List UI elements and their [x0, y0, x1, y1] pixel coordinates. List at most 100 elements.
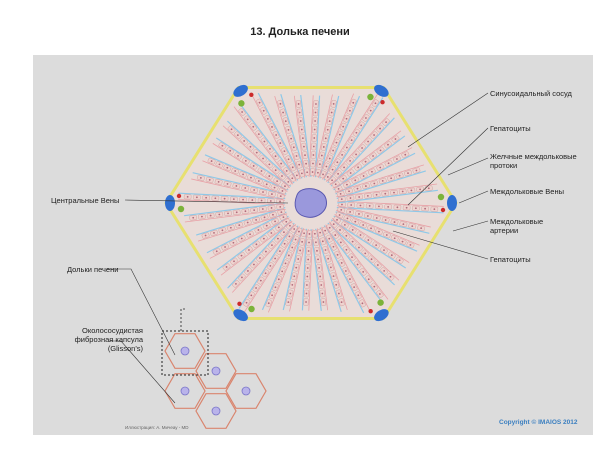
- hepatocyte-nucleus: [262, 109, 265, 112]
- hepatocyte-nucleus: [345, 248, 348, 251]
- hepatocyte-nucleus: [275, 134, 278, 136]
- hepatocyte-nucleus: [280, 162, 283, 165]
- hepatocyte-nucleus: [352, 101, 355, 104]
- label-hepatocytes-top: Гепатоциты: [490, 124, 531, 133]
- bile-canaliculus-line: [222, 125, 291, 188]
- hepatocyte-nucleus: [270, 232, 273, 234]
- hepatocyte-nucleus: [243, 140, 246, 142]
- hepatocyte-nucleus: [411, 225, 414, 228]
- hepatocyte-nucleus: [327, 257, 330, 260]
- hepatocyte-nucleus: [320, 284, 323, 286]
- hepatocyte-nucleus: [235, 211, 238, 214]
- hepatocyte-nucleus: [257, 133, 260, 136]
- sinusoid-line: [184, 202, 285, 217]
- lobule-central-vein-dot: [180, 346, 190, 356]
- hepatocyte-nucleus: [246, 118, 249, 121]
- hepatocyte-nucleus: [274, 286, 277, 289]
- hepatocyte-nucleus: [301, 137, 304, 139]
- hepatocyte-nucleus: [229, 149, 232, 152]
- hepatocyte-nucleus: [351, 256, 353, 259]
- hepatocyte-nucleus: [337, 172, 339, 175]
- hepatocyte-nucleus: [301, 240, 304, 243]
- hepatocyte-nucleus: [387, 143, 389, 146]
- hepatocyte-nucleus: [364, 185, 367, 187]
- hepatocyte-nucleus: [328, 157, 331, 160]
- hepatocyte-nucleus: [247, 270, 249, 272]
- hepatocyte-nucleus: [321, 292, 324, 295]
- sinusoid-line: [323, 95, 361, 181]
- hepatocyte-nucleus: [420, 227, 423, 230]
- hepatocyte-nucleus: [393, 191, 395, 194]
- hepatocyte-nucleus: [355, 153, 357, 156]
- hepatocyte-nucleus: [401, 240, 404, 243]
- bile-canaliculus-line: [332, 147, 413, 189]
- hepatocyte-nucleus: [186, 195, 189, 198]
- hepatocyte-nucleus: [312, 145, 315, 148]
- hepatocyte-nucleus: [274, 257, 277, 260]
- hepatocyte-nucleus: [238, 224, 241, 227]
- hepatocyte-nucleus: [240, 254, 243, 257]
- bile-canaliculus-line: [252, 95, 297, 182]
- sinusoid-line: [280, 93, 307, 178]
- hepatocyte-nucleus: [255, 219, 258, 221]
- hepatocyte-nucleus: [321, 240, 324, 243]
- hepatocyte-nucleus: [367, 239, 370, 241]
- hepatocyte-nucleus: [300, 128, 303, 131]
- hepatocyte-nucleus: [343, 166, 345, 169]
- hepatocyte-nucleus: [205, 196, 208, 199]
- hepatocyte-nucleus: [405, 206, 408, 209]
- hepatocyte-nucleus: [349, 278, 351, 280]
- hepatocyte-nucleus: [368, 205, 371, 207]
- hepatocyte-nucleus: [362, 175, 365, 177]
- hepatocyte-nucleus: [367, 278, 370, 281]
- interlobular-vein: [374, 309, 389, 322]
- sinusoid-line: [238, 102, 299, 181]
- hepatocyte-nucleus: [282, 111, 285, 114]
- hepatocyte-nucleus: [277, 278, 280, 281]
- hepatocyte-nucleus: [328, 237, 331, 240]
- hepatocyte-nucleus: [318, 163, 321, 166]
- hepatocyte-nucleus: [285, 170, 288, 172]
- bile-canaliculus-line: [336, 183, 438, 197]
- hepatocyte-nucleus: [253, 189, 256, 191]
- hepatocyte-nucleus: [390, 254, 393, 257]
- hepatocyte-nucleus: [345, 146, 348, 149]
- hepatocyte-nucleus: [295, 155, 298, 157]
- hepatocyte-nucleus: [354, 179, 357, 182]
- hepatocyte-nucleus: [298, 230, 300, 233]
- hepatocyte-nucleus: [387, 162, 390, 165]
- hepatocyte-nucleus: [288, 235, 291, 238]
- hepatocyte-nucleus: [337, 187, 340, 190]
- lobule-central-vein-dot: [211, 366, 221, 376]
- hepatocyte-nucleus: [199, 176, 202, 179]
- hepatocyte-nucleus: [259, 257, 261, 259]
- hepatocyte-nucleus: [424, 207, 427, 210]
- hepatocyte-nucleus: [217, 181, 220, 183]
- hepatocyte-nucleus: [214, 197, 217, 200]
- hepatocyte-nucleus: [338, 214, 341, 216]
- leader-lines: [107, 92, 489, 404]
- hepatocyte-nucleus: [390, 177, 393, 180]
- hepatocyte-nucleus: [384, 219, 387, 221]
- hepatocyte-nucleus: [332, 102, 335, 105]
- hepatocyte-nucleus: [394, 138, 397, 140]
- hepatocyte-nucleus: [379, 127, 381, 130]
- hepatocyte-nucleus: [313, 137, 316, 139]
- hepatocyte-nucleus: [253, 263, 255, 266]
- hepatocyte-nucleus: [298, 163, 301, 166]
- hepatocyte-nucleus: [264, 272, 267, 275]
- inset-zoom-leader: [180, 308, 187, 331]
- hepatocyte-nucleus: [285, 220, 288, 223]
- hepatocyte-nucleus: [346, 217, 349, 220]
- hepatocyte-nucleus: [372, 155, 374, 157]
- hepatocyte-nucleus: [306, 275, 309, 278]
- sinusoid-line: [238, 222, 295, 309]
- hepatocyte-nucleus: [279, 142, 282, 144]
- hepatocyte-nucleus: [360, 124, 363, 127]
- hepatocyte-nucleus: [398, 259, 401, 262]
- hepatocyte-nucleus: [221, 144, 224, 147]
- hepatocyte-nucleus: [283, 231, 285, 234]
- hepatocyte-nucleus: [235, 185, 238, 187]
- hepatocyte-nucleus: [383, 249, 385, 252]
- hepatocyte-nucleus: [330, 111, 333, 114]
